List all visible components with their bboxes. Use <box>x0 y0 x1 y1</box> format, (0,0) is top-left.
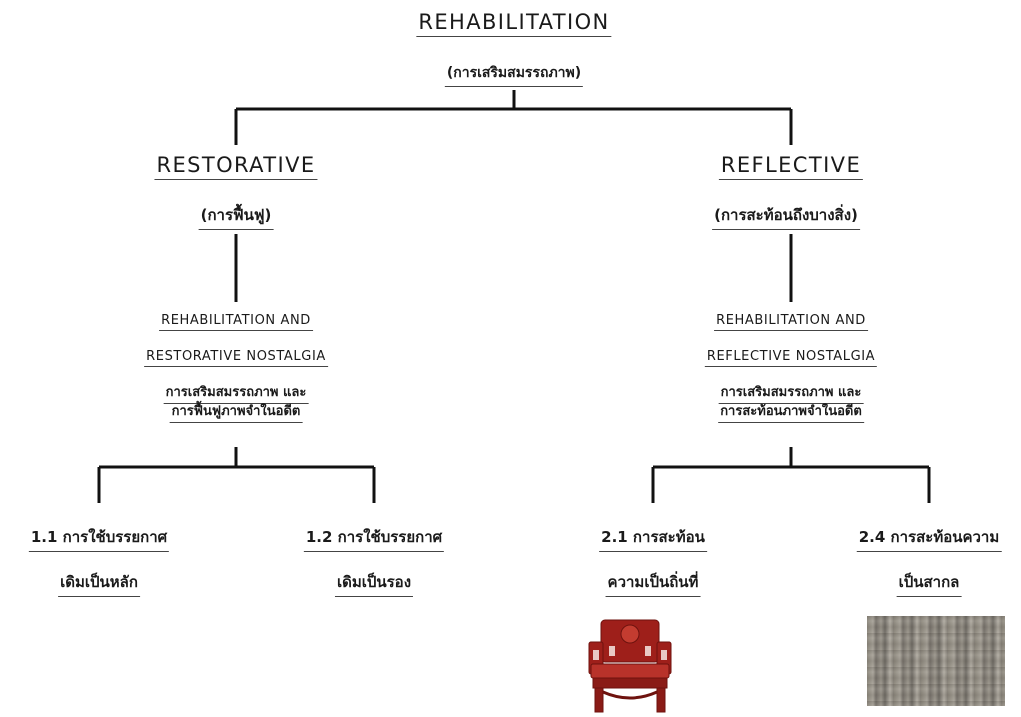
root-title: REHABILITATION <box>416 10 612 37</box>
left-subtitle: (การฟื้นฟู) <box>198 203 274 230</box>
leaf-1-2-line2: เดิมเป็นรอง <box>334 570 414 597</box>
leaf-2-4-line2: เป็นสากล <box>896 570 962 597</box>
leaf-2-1-line1: 2.1 การสะท้อน <box>599 525 707 552</box>
leaf-1-1-line2: เดิมเป็นหลัก <box>58 570 140 597</box>
chinese-chair-image <box>588 619 672 713</box>
right-title: REFLECTIVE <box>718 153 864 180</box>
right-concept-en-1: REHABILITATION AND <box>714 313 868 331</box>
left-concept-th-2: การฟื้นฟูภาพจำในอดีต <box>169 403 303 423</box>
left-concept-en-2: RESTORATIVE NOSTALGIA <box>144 349 328 367</box>
leaf-1-2-line1: 1.2 การใช้บรรยกาศ <box>303 525 445 552</box>
left-concept-en-1: REHABILITATION AND <box>159 313 313 331</box>
right-concept-th-2: การสะท้อนภาพจำในอดีต <box>718 403 864 423</box>
leaf-2-1-line2: ความเป็นถิ่นที่ <box>605 570 701 597</box>
weathered-wood-texture-image <box>867 616 1005 706</box>
left-concept-th-1: การเสริมสมรรถภาพ และ <box>163 384 309 404</box>
right-concept-th-1: การเสริมสมรรถภาพ และ <box>718 384 864 404</box>
root-subtitle: (การเสริมสมรรถภาพ) <box>444 62 584 87</box>
right-concept-en-2: REFLECTIVE NOSTALGIA <box>704 349 878 367</box>
right-subtitle: (การสะท้อนถึงบางสิ่ง) <box>712 203 860 230</box>
leaf-2-4-line1: 2.4 การสะท้อนความ <box>856 525 1002 552</box>
leaf-1-1-line1: 1.1 การใช้บรรยกาศ <box>28 525 170 552</box>
left-title: RESTORATIVE <box>154 153 318 180</box>
